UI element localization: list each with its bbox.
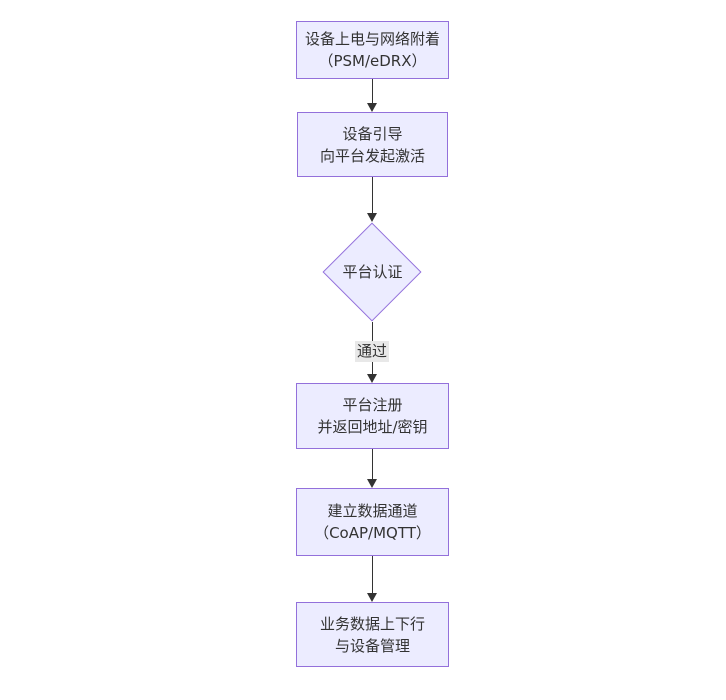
flow-node-bootstrap: 设备引导 向平台发起激活 bbox=[297, 112, 448, 177]
arrowhead-down-icon bbox=[367, 103, 377, 112]
flow-decision-label: 平台认证 bbox=[342, 263, 403, 281]
flow-arrow-line bbox=[372, 177, 373, 213]
flow-arrow-line bbox=[372, 556, 373, 593]
flow-node-business: 业务数据上下行 与设备管理 bbox=[296, 602, 449, 667]
arrowhead-down-icon bbox=[367, 374, 377, 383]
arrowhead-down-icon bbox=[367, 479, 377, 488]
flow-node-data-channel: 建立数据通道 （CoAP/MQTT） bbox=[296, 488, 449, 556]
flow-node-power-attach: 设备上电与网络附着 （PSM/eDRX） bbox=[296, 21, 449, 79]
flow-node-register: 平台注册 并返回地址/密钥 bbox=[296, 383, 449, 449]
edge-label-pass: 通过 bbox=[354, 341, 390, 362]
arrowhead-down-icon bbox=[367, 213, 377, 222]
flow-arrow-line bbox=[372, 79, 373, 103]
arrowhead-down-icon bbox=[367, 593, 377, 602]
flow-arrow-line bbox=[372, 449, 373, 479]
